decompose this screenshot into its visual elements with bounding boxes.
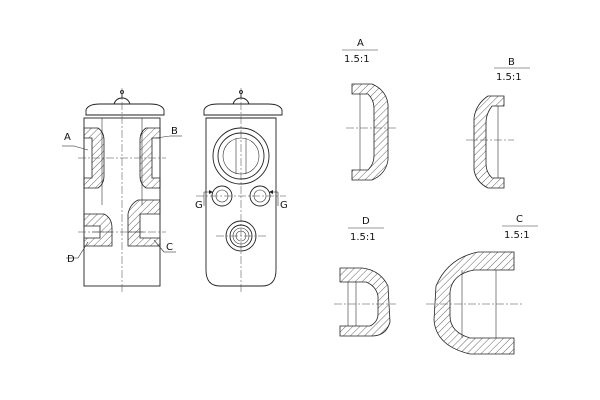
callout-c: C bbox=[166, 242, 173, 253]
detail-d-scale: 1.5:1 bbox=[350, 232, 376, 243]
detail-d-id: D bbox=[362, 216, 370, 227]
front-section-view: A B C D bbox=[62, 88, 182, 292]
detail-a-id: A bbox=[357, 38, 364, 49]
detail-a: A 1.5:1 bbox=[342, 38, 396, 181]
callout-d: D bbox=[67, 254, 75, 265]
callout-b: B bbox=[171, 126, 178, 137]
detail-b-scale: 1.5:1 bbox=[496, 72, 522, 83]
detail-d: D 1.5:1 bbox=[334, 216, 396, 337]
callout-a: A bbox=[64, 132, 71, 143]
detail-c-id: C bbox=[516, 214, 523, 225]
detail-b-id: B bbox=[508, 57, 515, 68]
section-label-g-left: G bbox=[195, 200, 203, 211]
section-label-g-right: G bbox=[280, 200, 288, 211]
detail-b: B 1.5:1 bbox=[466, 57, 530, 189]
side-view: G G bbox=[195, 88, 288, 292]
detail-a-scale: 1.5:1 bbox=[344, 54, 370, 65]
detail-c-scale: 1.5:1 bbox=[504, 230, 530, 241]
detail-c: C 1.5:1 bbox=[426, 214, 538, 355]
